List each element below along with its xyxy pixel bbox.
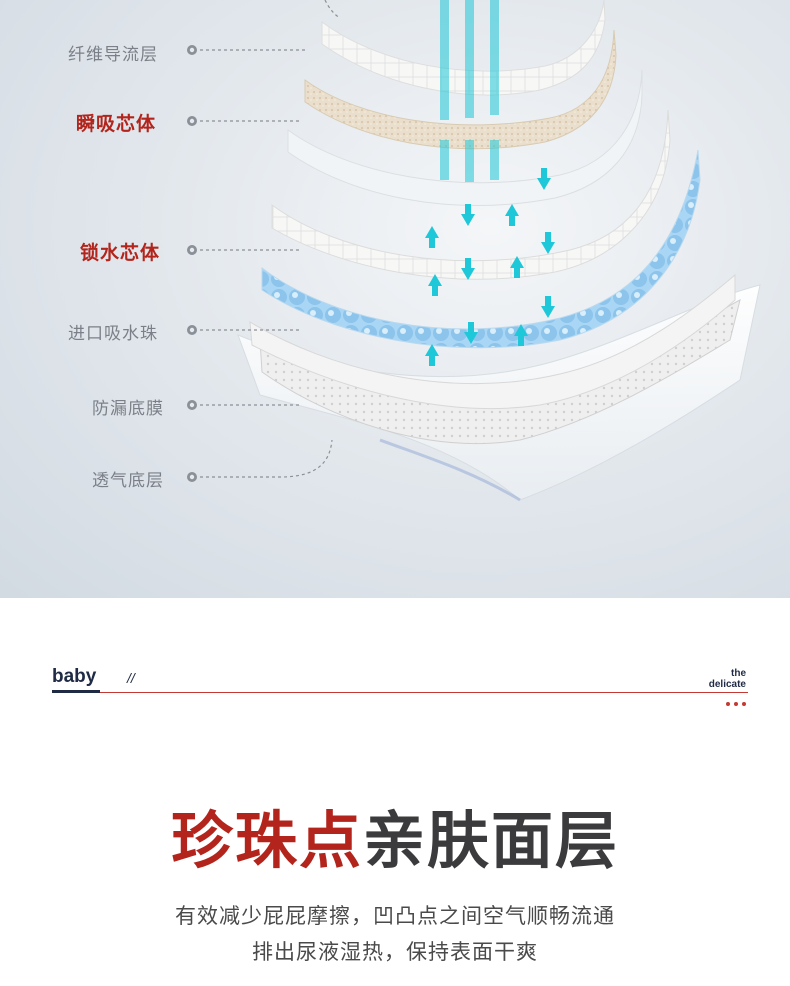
flow-stripes	[440, 0, 499, 182]
top-quilted-layer	[321, 0, 606, 96]
layer-label-fiber: 纤维导流层	[68, 45, 158, 65]
flow-arrows	[425, 168, 555, 366]
layer-label-beads: 进口吸水珠	[68, 324, 158, 344]
leader-markers	[187, 45, 197, 482]
layer-label-quick-core: 瞬吸芯体	[76, 113, 157, 135]
layer-label-leakproof: 防漏底膜	[92, 399, 164, 419]
headline-red: 珍珠点	[170, 804, 363, 877]
description-line2: 排出尿液湿热，保持表面干爽	[252, 940, 538, 964]
fiber-sand-layer	[304, 29, 617, 150]
water-bead-layer	[261, 149, 701, 349]
brand-tag-line1: the	[731, 668, 746, 679]
header-divider	[100, 692, 748, 693]
ellipsis-dots	[726, 702, 746, 706]
brand-slash: //	[127, 670, 135, 686]
headline: 珍珠点亲肤面层	[0, 790, 790, 880]
layer-label-breathable: 透气底层	[92, 471, 164, 491]
brand-tag: the delicate	[709, 668, 746, 690]
brand-baby: baby	[52, 666, 97, 687]
brand-tag-line2: delicate	[708, 679, 746, 690]
layer-label-lock-core: 锁水芯体	[80, 242, 161, 264]
leakproof-film-layer	[249, 273, 736, 410]
leader-lines	[200, 0, 341, 478]
layers-artwork	[187, 0, 761, 502]
brand-underline	[52, 690, 100, 693]
quick-absorb-core	[287, 69, 643, 206]
feature-section	[0, 598, 790, 986]
diaper-layers-illustration: 纤维导流层 瞬吸芯体 锁水芯体 进口吸水珠 防漏底膜 透气底层	[0, 0, 790, 598]
description: 有效减少屁屁摩擦，凹凸点之间空气顺畅流通 排出尿液湿热，保持表面干爽	[0, 898, 790, 970]
description-line1: 有效减少屁屁摩擦，凹凸点之间空气顺畅流通	[175, 904, 615, 928]
lock-water-core	[271, 109, 671, 280]
headline-gray: 亲肤面层	[363, 804, 620, 877]
